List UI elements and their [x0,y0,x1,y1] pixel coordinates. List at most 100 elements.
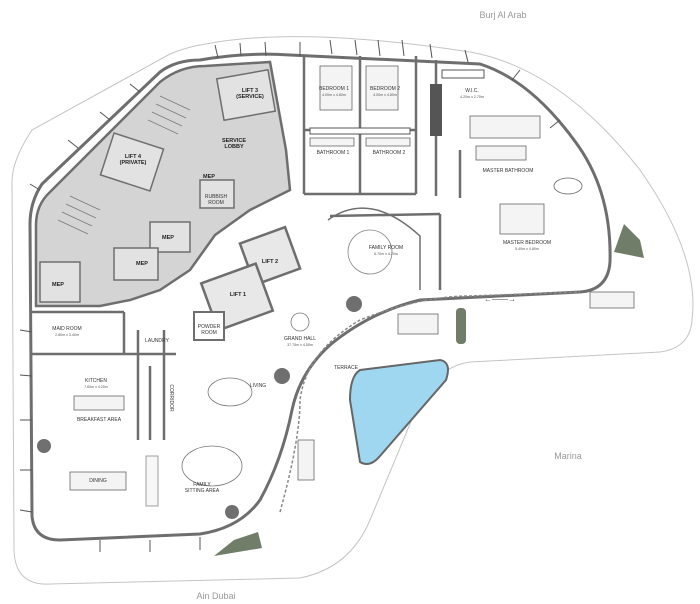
planter-terrace [456,308,466,344]
bedroom1-name: BEDROOM 1 [318,86,350,92]
planter-east [614,224,644,258]
service-core [34,60,292,308]
terrace-dining-table [397,313,439,335]
column-1 [346,296,362,312]
bathroom1-vanity [309,137,355,147]
bedroom-wardrobes [309,127,411,135]
room-label-bedroom1: BEDROOM 1 4.00m x 4.80m [319,86,349,98]
wic-shelving-top [441,69,485,79]
lounge-sofa [589,291,635,309]
wic-dim: 4.20m x 2.70m [460,95,484,99]
maid-room-name: MAID ROOM [52,326,82,332]
room-label-service-lobby: SERVICE LOBBY [221,138,247,150]
lift4-qual: (PRIVATE) [119,160,147,166]
context-label-east: Marina [554,451,582,461]
terrace-balustrade [279,291,581,513]
room-label-lift3: LIFT 3 (SERVICE) [236,88,264,100]
wic-name: W.I.C. [465,88,479,94]
room-label-bathroom2: BATHROOM 2 [372,150,406,156]
dining-table [69,471,127,491]
lift3-name: LIFT 3 [241,88,259,94]
room-label-breakfast: BREAKFAST AREA [76,417,122,423]
maid-room-dim: 2.80m x 3.40m [55,333,79,337]
room-label-bathroom1: BATHROOM 1 [316,150,350,156]
kitchen-dim: 7.60m x 4.20m [84,385,108,389]
family-room-curve [327,207,421,290]
powder-room-box [193,311,225,341]
planter-south [214,532,262,556]
lift4-shaft [99,132,165,192]
grand-hall-name: GRAND HALL [284,336,316,342]
column-2 [274,368,290,384]
room-label-living: LIVING [249,383,267,389]
plot-boundary [11,36,694,585]
room-label-kitchen: KITCHEN 7.60m x 4.20m [84,378,108,390]
grand-hall-dim: 37.75m x 4.50m [287,343,313,347]
room-label-master-bedroom: MASTER BEDROOM 5.40m x 4.80m [503,240,551,252]
room-label-mep-4: MEP [52,282,64,288]
context-label-north: Burj Al Arab [479,10,527,20]
swimming-pool [348,358,449,465]
wardrobe-block [430,84,442,136]
room-label-corridor: CORRIDOR [168,384,174,412]
kitchen-island [73,395,125,411]
room-label-lift2: LIFT 2 [261,259,279,265]
family-room-dim: 6.70m x 4.20m [374,252,398,256]
column-4 [37,439,51,453]
window-mullions [19,39,561,552]
grand-hall-table [290,312,310,332]
west-wing-walls [32,310,176,440]
column-3 [225,505,239,519]
sideboard [145,455,159,507]
circulation-arrow-icon: ←——→ [484,294,516,304]
room-label-terrace: TERRACE [334,365,358,371]
room-label-family-sitting: FAMILY SITTING AREA [185,482,219,494]
bathroom2-vanity [365,137,411,147]
bedroom2-dim: 4.00m x 4.80m [373,93,397,97]
master-bathtub [553,177,583,195]
stair-treads [57,95,191,235]
bedroom2-bed [365,65,399,111]
master-bed [499,203,545,235]
room-label-mep-1: MEP [203,174,215,180]
living-rug [207,377,253,407]
kitchen-name: KITCHEN [85,378,107,384]
room-label-family-room: FAMILY ROOM 6.70m x 4.20m [369,245,403,257]
bedroom2-name: BEDROOM 2 [369,86,401,92]
family-room-rug [347,229,393,275]
master-bedroom-name: MASTER BEDROOM [502,240,552,246]
room-label-powder-room: POWDER ROOM [197,324,221,336]
lift4-name: LIFT 4 [124,154,142,160]
room-label-dining: DINING [89,478,107,484]
wic-closet [469,115,541,139]
room-label-master-bathroom: MASTER BATHROOM [482,168,534,174]
family-room-name: FAMILY ROOM [368,245,404,251]
room-label-laundry: LAUNDRY [145,338,169,344]
master-vanity [475,145,527,161]
family-sitting-qual: SITTING AREA [184,488,220,494]
room-label-mep-2: MEP [162,235,174,241]
mep4-box [39,261,81,303]
room-label-wic: W.I.C. 4.20m x 2.70m [460,88,484,100]
family-sitting-name: FAMILY [193,482,211,488]
rubbish-room-box [199,179,235,209]
context-label-south: Ain Dubai [196,591,236,601]
terrace-daybed [297,439,315,481]
lift3-qual: (SERVICE) [236,94,264,100]
bedroom1-bed [319,65,353,111]
lift3-shaft [215,68,277,122]
bedroom1-dim: 4.00m x 4.80m [322,93,346,97]
mep3-box [113,247,159,281]
room-label-maid-room: MAID ROOM 2.80m x 3.40m [52,326,81,338]
family-sitting-rug [181,445,243,487]
room-label-mep-3: MEP [136,261,148,267]
room-label-rubbish-room: RUBBISH ROOM [204,194,228,206]
room-label-lift4: LIFT 4 (PRIVATE) [120,154,147,166]
master-bedroom-dim: 5.40m x 4.80m [515,247,539,251]
room-label-lift1: LIFT 1 [229,292,247,298]
room-label-bedroom2: BEDROOM 2 4.00m x 4.80m [370,86,400,98]
room-label-grand-hall: GRAND HALL 37.75m x 4.50m [284,336,316,348]
mep2-box [149,221,191,253]
